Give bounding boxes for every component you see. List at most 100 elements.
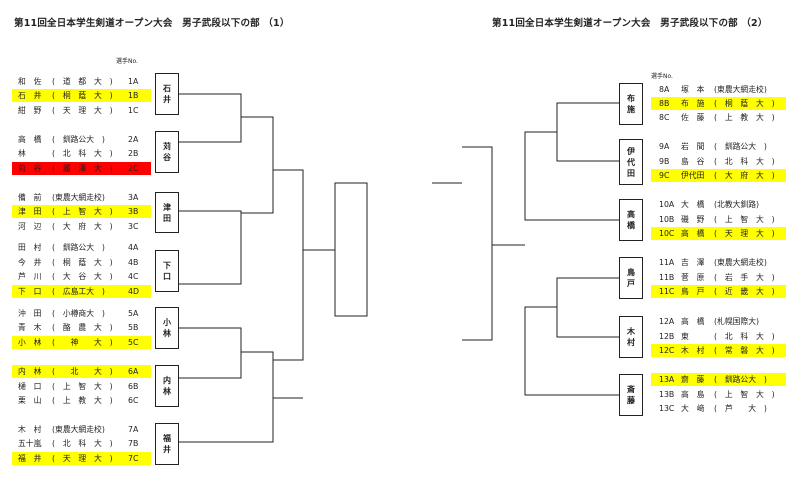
player-school: (東農大網走校)	[52, 193, 105, 202]
player-school: ( 上 教 大 )	[52, 396, 113, 405]
player-no: 6A	[128, 367, 139, 376]
player-no: 10A	[659, 200, 675, 209]
entry-row: 小 林( 神 大 )5C	[12, 336, 151, 349]
player-no: 3C	[128, 222, 139, 231]
player-name: 木 村	[681, 346, 705, 355]
player-no: 7C	[128, 454, 139, 463]
player-name: 和 佐	[18, 77, 42, 86]
right-winner-box-12: 木村	[619, 316, 643, 358]
player-name: 塚 本	[681, 85, 705, 94]
player-school: ( 上 智 大 )	[52, 207, 113, 216]
player-school: ( 大 府 大 )	[52, 222, 113, 231]
player-school: (東農大網走校)	[52, 425, 105, 434]
player-name: 沖 田	[18, 309, 42, 318]
player-school: ( 近 畿 大 )	[714, 287, 775, 296]
player-name: 島 谷	[681, 157, 705, 166]
player-name: 樋 口	[18, 382, 42, 391]
player-name: 今 井	[18, 258, 42, 267]
player-school: (東農大網走校)	[714, 85, 767, 94]
player-no: 4C	[128, 272, 139, 281]
entry-row: 福 井( 天 理 大 )7C	[12, 452, 151, 465]
player-school: ( 釧路公大 )	[714, 375, 767, 384]
player-school: ( 釧路公大 )	[52, 243, 105, 252]
player-school: ( 北 科 大 )	[714, 332, 775, 341]
player-name: 高 橋	[681, 317, 705, 326]
entry-row: 石 井( 桐 蔭 大 )1B	[12, 89, 151, 102]
player-name: 石 井	[18, 91, 42, 100]
player-name: 齋 藤	[681, 375, 705, 384]
player-school: ( 大 府 大 )	[714, 171, 775, 180]
player-name: 林	[18, 149, 26, 158]
right-winner-box-11: 鳥戸	[619, 257, 643, 299]
player-no: 2A	[128, 135, 139, 144]
entry-row: 林( 北 科 大 )2B	[12, 147, 151, 160]
player-school: ( 上 智 大 )	[52, 382, 113, 391]
player-name: 田 村	[18, 243, 42, 252]
entry-row: 下 口 ( 広島工大 ) 4D	[12, 285, 151, 298]
right-winner-box-10: 高橋	[619, 199, 643, 241]
player-name: 木 村	[18, 425, 42, 434]
entry-row: 備 前(東農大網走校)3A	[12, 191, 151, 204]
left-page-title: 第11回全日本学生剣道オープン大会 男子武段以下の部 （1）	[14, 18, 290, 29]
player-no: 9C	[659, 171, 670, 180]
player-school: ( 芦 大 )	[714, 404, 767, 413]
entry-row: 河 辺( 大 府 大 )3C	[12, 220, 151, 233]
left-winner-box-3: 津田	[155, 192, 179, 233]
entry-row: 芦 川( 大 谷 大 )4C	[12, 270, 151, 283]
entry-row: 今 井( 桐 蔭 大 )4B	[12, 256, 151, 269]
player-name: 青 木	[18, 323, 42, 332]
player-name: 東	[681, 332, 689, 341]
player-no: 11B	[659, 273, 675, 282]
right-winner-box-9: 伊代田	[619, 139, 643, 185]
player-name: 菅 原	[681, 273, 705, 282]
player-name: 福 井	[18, 454, 42, 463]
entry-row: 青 木( 酪 農 大 )5B	[12, 321, 151, 334]
left-player-no-header: 選手No.	[116, 58, 138, 65]
player-no: 5A	[128, 309, 139, 318]
player-school: ( 神 大 )	[52, 338, 113, 347]
player-name: 高 島	[681, 390, 705, 399]
entry-row: 沖 田( 小樽商大 )5A	[12, 307, 151, 320]
player-school: ( 桐 蔭 大 )	[52, 91, 113, 100]
entry-row: 栗 山( 上 教 大 )6C	[12, 394, 151, 407]
player-school: ( 広島工大 )	[52, 287, 105, 296]
player-no: 4D	[128, 287, 139, 296]
entry-row: 木 村(東農大網走校)7A	[12, 423, 151, 436]
entry-row: 苅 谷( 麗 澤 大 )2C	[12, 162, 151, 175]
player-name: 栗 山	[18, 396, 42, 405]
player-no: 1A	[128, 77, 139, 86]
player-school: ( 北 科 大 )	[52, 149, 113, 158]
player-name: 大 﨑	[681, 404, 705, 413]
entry-row: 五十嵐( 北 科 大 )7B	[12, 437, 151, 450]
player-school: ( 道 都 大 )	[52, 77, 113, 86]
player-school: ( 釧路公大 )	[52, 135, 105, 144]
player-school: ( 麗 澤 大 )	[52, 164, 113, 173]
player-school: ( 北 大 )	[52, 367, 113, 376]
player-name: 芦 川	[18, 272, 42, 281]
player-no: 8A	[659, 85, 670, 94]
entry-row: 田 村( 釧路公大 )4A	[12, 241, 151, 254]
player-name: 苅 谷	[18, 164, 42, 173]
player-name: 紺 野	[18, 106, 42, 115]
player-school: ( 北 科 大 )	[714, 157, 775, 166]
entry-row: 紺 野( 天 理 大 )1C	[12, 104, 151, 117]
player-name: 下 口	[18, 287, 42, 296]
entry-row: 津 田( 上 智 大 )3B	[12, 205, 151, 218]
player-school: ( 桐 蔭 大 )	[52, 258, 113, 267]
player-school: ( 北 科 大 )	[52, 439, 113, 448]
player-name: 備 前	[18, 193, 42, 202]
